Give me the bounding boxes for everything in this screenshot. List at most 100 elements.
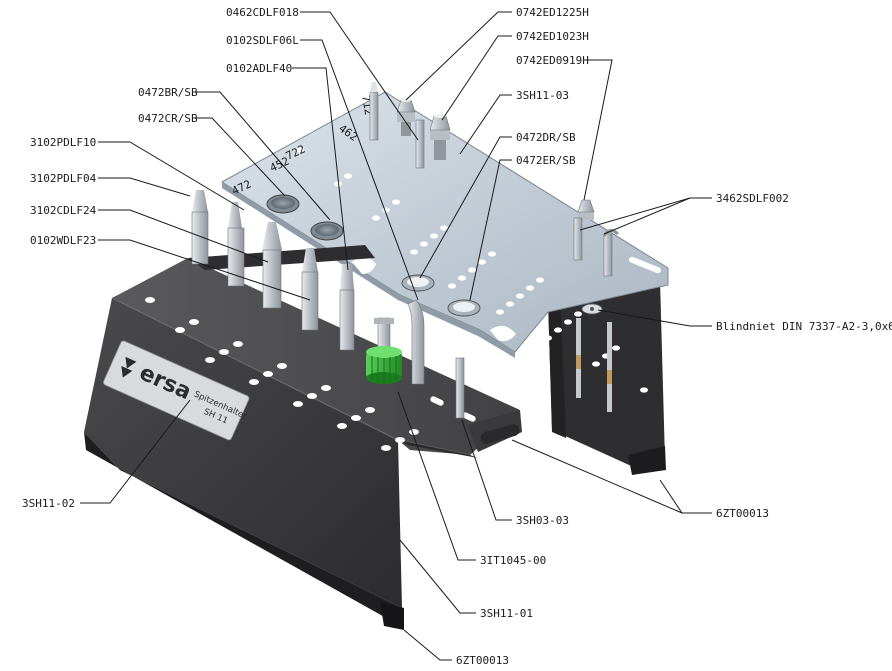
product-label: ersa Spitzenhalter SH 11 bbox=[103, 340, 250, 441]
label-0462CDLF018: 0462CDLF018 bbox=[226, 6, 299, 19]
label-3SH11-03: 3SH11-03 bbox=[516, 89, 569, 102]
leader-0472ER bbox=[469, 159, 512, 301]
leader-3SH11-02 bbox=[80, 399, 191, 504]
base-hole bbox=[249, 379, 259, 385]
leader-3102CDLF24 bbox=[98, 209, 269, 263]
plate-hole bbox=[536, 277, 544, 283]
base-hole bbox=[439, 459, 449, 465]
leader-3SH03-03 bbox=[461, 419, 512, 521]
label-0472CR-SB: 0472CR/SB bbox=[138, 112, 198, 125]
leader-0472DR bbox=[419, 136, 512, 279]
leader-3102PDLF04 bbox=[98, 177, 191, 197]
base-hole bbox=[395, 437, 405, 443]
pin-front-right bbox=[455, 357, 465, 419]
base-hole bbox=[337, 423, 347, 429]
label-0472BR-SB: 0472BR/SB bbox=[138, 86, 198, 99]
callout-labels: 0462CDLF018 0102SDLF06L 0102ADLF40 0472B… bbox=[22, 6, 892, 667]
tip-0102WDLF23 bbox=[301, 248, 319, 331]
plate-hole bbox=[516, 293, 524, 299]
tip-0102SDLF06L bbox=[415, 119, 425, 169]
plate-hole bbox=[296, 147, 304, 153]
plate-hole bbox=[554, 327, 562, 333]
label-3462SDLF002: 3462SDLF002 bbox=[716, 192, 789, 205]
tip-0102ADLF40 bbox=[339, 264, 355, 351]
label-0742ED1023H: 0742ED1023H bbox=[516, 30, 589, 43]
base-holes bbox=[145, 297, 449, 473]
plate-hole bbox=[468, 267, 476, 273]
leader-3462SDLF002-a bbox=[603, 197, 712, 235]
plate-hole bbox=[564, 319, 572, 325]
base-hole bbox=[277, 363, 287, 369]
label-0472ER-SB: 0472ER/SB bbox=[516, 154, 576, 167]
cup-0472DR bbox=[401, 274, 435, 292]
plate-hole bbox=[344, 173, 352, 179]
label-0742ED1225H: 0742ED1225H bbox=[516, 6, 589, 19]
plate-hole bbox=[574, 311, 582, 317]
plate-hole bbox=[544, 335, 552, 341]
base-hole bbox=[293, 401, 303, 407]
base-hole bbox=[175, 327, 185, 333]
leader-3IT1045-00 bbox=[397, 391, 476, 561]
tip-0742ED0919H bbox=[573, 199, 595, 261]
label-3IT1045-00: 3IT1045-00 bbox=[480, 554, 546, 567]
plate-hole bbox=[392, 199, 400, 205]
base-hole bbox=[321, 385, 331, 391]
plate-hole bbox=[382, 207, 390, 213]
label-0472DR-SB: 0472DR/SB bbox=[516, 131, 576, 144]
leader-3462SDLF002-b bbox=[579, 197, 691, 231]
plate-hole bbox=[506, 301, 514, 307]
leader-0102WDLF23 bbox=[98, 239, 311, 301]
plate-hole bbox=[478, 259, 486, 265]
cup-0472ER bbox=[447, 299, 481, 317]
leader-6ZT00013-right bbox=[659, 479, 712, 514]
label-3SH11-02: 3SH11-02 bbox=[22, 497, 75, 510]
tip-3102PDLF04 bbox=[227, 202, 245, 287]
leader-0472BR bbox=[196, 91, 331, 221]
leader-3SH11-01 bbox=[399, 539, 476, 614]
plate-hole bbox=[640, 387, 648, 393]
plate-hole bbox=[488, 251, 496, 257]
cup-0472BR bbox=[266, 194, 300, 214]
tip-0742ED1225H bbox=[396, 98, 416, 136]
label-6ZT00013-bottom: 6ZT00013 bbox=[456, 654, 509, 667]
leader-0462CDLF018 bbox=[300, 11, 419, 141]
tip-3102PDLF10 bbox=[191, 190, 209, 265]
leader-lines bbox=[80, 11, 712, 661]
leader-0742ED1023H bbox=[441, 35, 512, 121]
plate-hole bbox=[410, 249, 418, 255]
tip-0742ED1023H bbox=[429, 114, 451, 160]
plate-hole bbox=[612, 345, 620, 351]
base-hole bbox=[365, 407, 375, 413]
plate-hole bbox=[440, 225, 448, 231]
leader-6ZT00013-bottom bbox=[403, 629, 452, 661]
base-hole bbox=[189, 319, 199, 325]
blind-rivet bbox=[581, 303, 603, 315]
top-plate: 462 722 452 472 712 bbox=[221, 91, 669, 393]
tip-3102CDLF24 bbox=[262, 222, 282, 309]
rods-under-plate bbox=[576, 318, 612, 412]
leader-0472CR bbox=[196, 117, 286, 197]
base-hole bbox=[307, 393, 317, 399]
base-hole bbox=[145, 297, 155, 303]
plate-hole bbox=[448, 283, 456, 289]
plate-hole bbox=[430, 233, 438, 239]
label-3102PDLF10: 3102PDLF10 bbox=[30, 136, 96, 149]
base-hole bbox=[381, 445, 391, 451]
plate-hole bbox=[420, 241, 428, 247]
leader-0102ADLF40 bbox=[292, 67, 349, 271]
plate-hole bbox=[334, 181, 342, 187]
leader-0102SDLF06L bbox=[300, 39, 419, 301]
plate-hole bbox=[458, 275, 466, 281]
green-nut-3IT1045-00 bbox=[366, 317, 402, 384]
base-hole bbox=[219, 349, 229, 355]
base-hole bbox=[425, 467, 435, 473]
leader-3SH11-03 bbox=[459, 94, 512, 155]
base-hole bbox=[409, 429, 419, 435]
base-hole bbox=[351, 415, 361, 421]
tip-3462SDLF002 bbox=[602, 229, 620, 277]
label-3102PDLF04: 3102PDLF04 bbox=[30, 172, 97, 185]
plate-holes bbox=[296, 147, 648, 393]
leader-6ZT00013-right-b bbox=[511, 439, 683, 514]
